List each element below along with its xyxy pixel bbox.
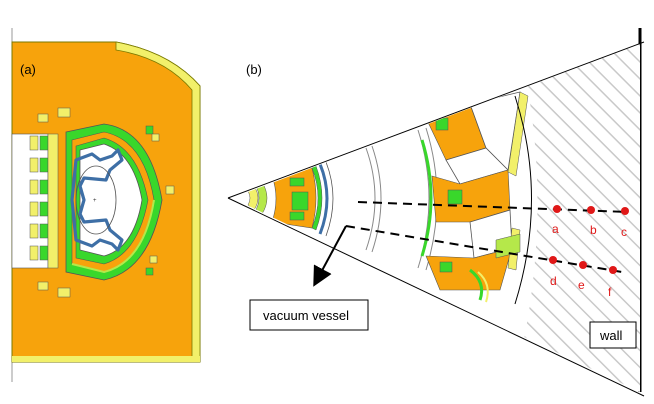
- svg-text:+: +: [93, 198, 97, 204]
- point-label-a: a: [552, 222, 559, 236]
- point-label-c: c: [621, 225, 627, 239]
- vacuum-vessel-label: vacuum vessel: [263, 308, 349, 323]
- wall-hatch-region: [515, 44, 640, 392]
- panel-a-label: (a): [20, 62, 36, 77]
- panel-a-divertor: [70, 148, 124, 252]
- panel-b-outer-modules: [420, 91, 532, 305]
- wedge-lower-ray: [227, 197, 645, 397]
- point-b: [587, 206, 595, 214]
- panel-b-label: (b): [246, 62, 262, 77]
- point-label-d: d: [550, 274, 557, 288]
- sight-line-lower: [345, 225, 623, 273]
- point-a: [553, 205, 561, 213]
- point-f: [609, 266, 617, 274]
- panel-a-plasma: [75, 165, 117, 235]
- point-e: [579, 261, 587, 269]
- point-label-b: b: [590, 223, 597, 237]
- panel-a: + (a): [11, 28, 201, 382]
- wall-label-box: [589, 321, 637, 349]
- wall-label: wall: [599, 328, 623, 343]
- vacuum-vessel-arrow: [313, 225, 347, 287]
- vacuum-vessel-wall: [318, 163, 329, 235]
- panel-b: a b c d e f vacuum vessel wall (b): [227, 28, 645, 397]
- point-label-f: f: [608, 285, 612, 299]
- point-label-e: e: [578, 278, 585, 292]
- wedge-upper-ray: [227, 41, 645, 199]
- vacuum-vessel-label-box: [249, 299, 369, 331]
- outer-arc: [514, 95, 532, 305]
- point-c: [621, 207, 629, 215]
- point-d: [549, 256, 557, 264]
- sight-line-upper: [357, 201, 629, 213]
- central-column: [11, 133, 49, 269]
- central-column-blocks: [29, 135, 49, 261]
